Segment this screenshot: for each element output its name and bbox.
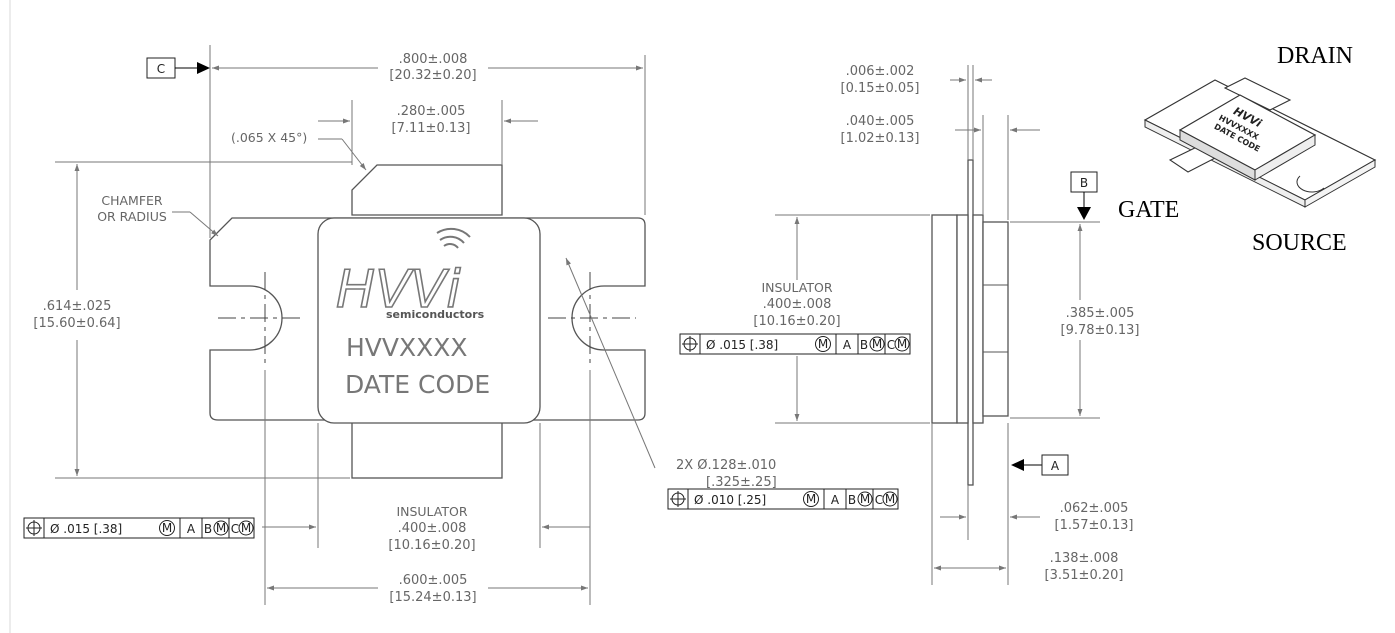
svg-text:M: M <box>897 337 907 351</box>
lid-mm: [1.02±0.13] <box>841 131 920 146</box>
svg-text:M: M <box>806 492 816 506</box>
lid-in: .040±.005 <box>846 114 915 129</box>
fcf-datum-a: A <box>187 522 196 536</box>
mmc-icon <box>894 336 910 352</box>
fcf-datum-c: C <box>875 493 883 507</box>
mmc-icon <box>238 520 254 536</box>
insulator-label: INSULATOR <box>396 504 467 519</box>
total-height-mm: [3.51±0.20] <box>1045 568 1124 583</box>
hole-spec-mm: [.325±.25] <box>706 475 777 490</box>
mmc-icon <box>159 520 175 536</box>
mmc-icon <box>882 491 898 507</box>
flange-width-in: .280±.005 <box>397 104 466 119</box>
leader-line <box>341 138 367 171</box>
fcf-datum-c: C <box>887 338 895 352</box>
fcf-datum-b: B <box>860 338 868 352</box>
datum-c-label: C <box>157 62 165 76</box>
side-insulator-label: INSULATOR <box>761 280 832 295</box>
flange-thickness-mm: [1.57±0.13] <box>1055 518 1134 533</box>
mmc-icon <box>803 491 819 507</box>
flange-width-mm: [7.11±0.13] <box>392 121 471 136</box>
chamfer-note-line2: OR RADIUS <box>97 209 167 224</box>
chamfer-spec: (.065 X 45°) <box>231 130 307 145</box>
datum-a-box <box>1041 454 1069 476</box>
side-flange <box>931 214 958 424</box>
svg-text:M: M <box>241 521 251 535</box>
hole-leader <box>565 257 656 469</box>
fcf-tolerance: Ø .015 [.38] <box>50 522 122 536</box>
svg-text:M: M <box>872 337 882 351</box>
flange-strip-bottom <box>351 419 503 479</box>
lead-thickness-in: .006±.002 <box>846 64 915 79</box>
width-dim-in: .800±.008 <box>399 52 468 67</box>
side-insulator-mm: [10.16±0.20] <box>753 314 840 329</box>
width-dim-mm: [20.32±0.20] <box>389 68 476 83</box>
hole-spacing-in: .600±.005 <box>399 573 468 588</box>
top-view: HVVi semiconductors HVVXXXX DATE CODE .8… <box>33 45 777 605</box>
datum-b-triangle <box>1077 207 1091 220</box>
fcf-datum-c: C <box>231 522 239 536</box>
datum-a-triangle <box>1011 459 1024 471</box>
svg-text:M: M <box>818 337 828 351</box>
hole-spec: 2X Ø.128±.010 <box>676 458 776 473</box>
chamfer-note-line1: CHAMFER <box>101 193 163 208</box>
side-insulator-in: .400±.008 <box>763 297 832 312</box>
fcf-tolerance: Ø .015 [.38] <box>706 338 778 352</box>
brand-text: HVVi <box>336 260 461 320</box>
body-height-mm: [9.78±0.13] <box>1061 323 1140 338</box>
flange-strip-top <box>351 164 503 216</box>
datum-c-triangle <box>197 62 210 74</box>
fcf-center: Ø .015 [.38] M A B M C M <box>679 333 911 355</box>
part-number-marking: HVVXXXX <box>346 333 468 362</box>
leader-line <box>189 211 219 237</box>
svg-text:M: M <box>885 492 895 506</box>
mmc-icon <box>815 336 831 352</box>
fcf-datum-b: B <box>204 522 212 536</box>
fcf-datum-b: B <box>848 493 856 507</box>
side-lid <box>982 221 1009 417</box>
datum-b-label: B <box>1080 176 1088 190</box>
gate-label: GATE <box>1118 197 1179 223</box>
height-dim-in: .614±.025 <box>43 299 112 314</box>
fcf-tolerance: Ø .010 [.25] <box>694 493 766 507</box>
package-lid <box>317 217 541 424</box>
datum-a-label: A <box>1051 459 1060 473</box>
fcf-datum-a: A <box>843 338 852 352</box>
date-code-marking: DATE CODE <box>345 370 490 399</box>
svg-text:M: M <box>162 521 172 535</box>
isometric-package: HVVi HVVXXXX DATE CODE <box>1143 77 1377 208</box>
mmc-icon <box>857 491 873 507</box>
side-ring <box>972 214 984 424</box>
mmc-icon <box>213 520 229 536</box>
drain-label: DRAIN <box>1277 43 1353 69</box>
total-height-in: .138±.008 <box>1050 551 1119 566</box>
mmc-icon <box>869 336 885 352</box>
side-lead <box>967 159 974 486</box>
insulator-dim-in: .400±.008 <box>398 521 467 536</box>
side-view: .006±.002 [0.15±0.05] .040±.005 [1.02±0.… <box>753 64 1139 585</box>
rf-wave-icon <box>436 227 471 249</box>
fcf-hole: Ø .010 [.25] M A B M C M <box>667 488 899 510</box>
hole-spacing-mm: [15.24±0.13] <box>389 590 476 605</box>
source-label: SOURCE <box>1252 230 1347 256</box>
insulator-dim-mm: [10.16±0.20] <box>388 538 475 553</box>
body-height-in: .385±.005 <box>1066 306 1135 321</box>
svg-text:M: M <box>860 492 870 506</box>
flange-thickness-in: .062±.005 <box>1060 501 1129 516</box>
fcf-left: Ø .015 [.38] M A B M C M <box>23 517 255 539</box>
height-dim-mm: [15.60±0.64] <box>33 316 120 331</box>
svg-text:M: M <box>216 521 226 535</box>
iso-hole <box>1296 175 1325 193</box>
lead-thickness-mm: [0.15±0.05] <box>841 81 920 96</box>
side-insulator <box>956 214 969 424</box>
fcf-datum-a: A <box>831 493 840 507</box>
hvvi-logo: HVVi semiconductors <box>335 227 485 321</box>
brand-subtitle: semiconductors <box>386 308 485 321</box>
